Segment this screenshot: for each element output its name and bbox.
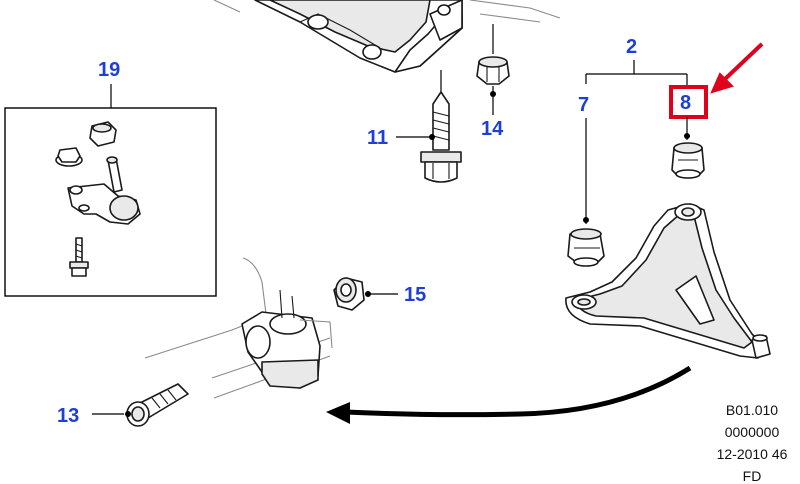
inset-ball-joint bbox=[67, 156, 141, 225]
assembly-arrow-icon bbox=[326, 365, 692, 424]
inset-bolt bbox=[69, 237, 89, 277]
svg-text:14: 14 bbox=[481, 118, 504, 140]
svg-text:2: 2 bbox=[626, 36, 637, 58]
ball-joint-kit-inset bbox=[4, 107, 217, 297]
red-arrow-icon bbox=[710, 42, 764, 94]
svg-text:11: 11 bbox=[367, 127, 388, 149]
svg-text:0000000: 0000000 bbox=[725, 424, 780, 440]
subframe bbox=[213, 0, 561, 73]
svg-text:19: 19 bbox=[98, 59, 120, 81]
control-arm[interactable] bbox=[565, 203, 771, 359]
svg-text:13: 13 bbox=[57, 405, 79, 427]
svg-text:B01.010: B01.010 bbox=[726, 402, 778, 418]
bushing-8[interactable] bbox=[671, 142, 705, 179]
callout-2-bracket: 2 bbox=[585, 36, 688, 86]
svg-text:15: 15 bbox=[404, 284, 426, 306]
callout-8: 8 bbox=[669, 85, 708, 140]
callout-13: 13 bbox=[57, 405, 131, 427]
bushing-7[interactable] bbox=[567, 228, 605, 267]
svg-text:8: 8 bbox=[680, 92, 691, 114]
inset-flange-nut bbox=[55, 147, 83, 167]
steering-knuckle bbox=[144, 257, 333, 399]
callout-19: 19 bbox=[98, 59, 120, 108]
bushing-15[interactable] bbox=[333, 277, 365, 311]
bolt-11[interactable] bbox=[420, 70, 462, 183]
callout-7: 7 bbox=[578, 94, 589, 224]
svg-text:12-2010 46: 12-2010 46 bbox=[717, 446, 788, 462]
callout-15: 15 bbox=[365, 284, 426, 306]
svg-text:FD: FD bbox=[743, 468, 762, 484]
highlight-box bbox=[669, 85, 708, 119]
diagram-reference: B01.010 0000000 12-2010 46 FD bbox=[717, 402, 788, 484]
svg-text:7: 7 bbox=[578, 94, 589, 116]
bolt-13[interactable] bbox=[126, 383, 189, 427]
nut-14[interactable] bbox=[476, 24, 510, 85]
callout-14: 14 bbox=[481, 86, 504, 140]
callout-11: 11 bbox=[367, 127, 435, 149]
inset-nut bbox=[89, 121, 117, 147]
